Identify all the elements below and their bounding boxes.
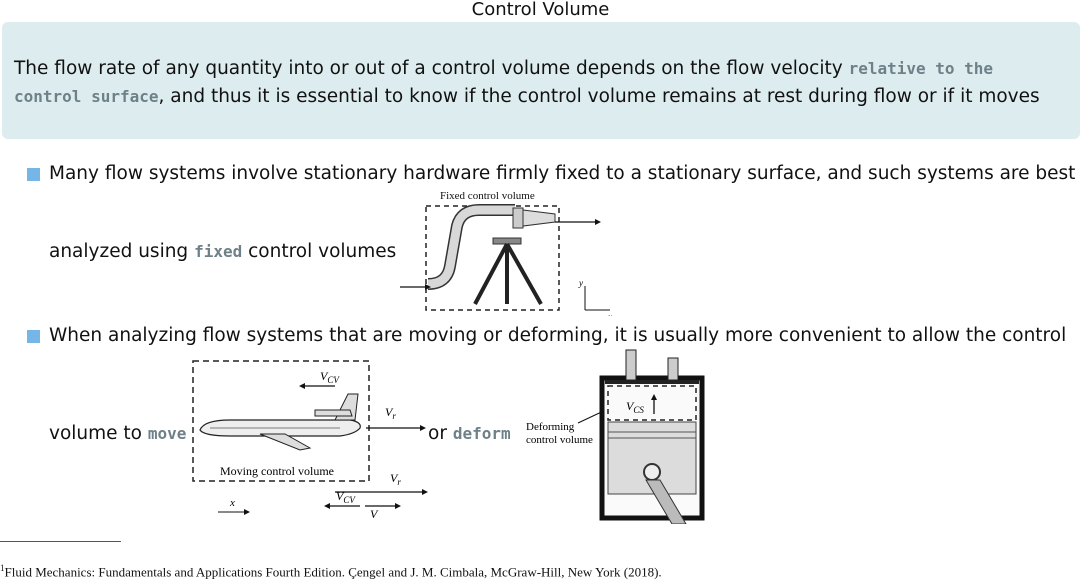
slide-title: Control Volume [471, 0, 610, 20]
bullet1-line2-post: control volumes [242, 241, 397, 262]
piston-pin [643, 463, 661, 481]
tripod-leg-right [505, 243, 543, 305]
bullet2-line2-pre: volume to [49, 423, 148, 444]
bullet2-code-move: move [147, 424, 187, 443]
bullet1-line2-pre: analyzed using [49, 241, 195, 262]
bullet2-line1: When analyzing flow systems that are mov… [49, 325, 1067, 346]
callout-box [2, 22, 1080, 139]
svg-text:V: V [370, 507, 379, 520]
bullet-marker-2 [27, 330, 40, 343]
airplane-engine [314, 409, 353, 417]
bullet2-code-deform: deform [452, 424, 511, 443]
bullet2-or: or [428, 423, 453, 444]
footnote-divider [0, 541, 121, 542]
airplane-wing [259, 433, 312, 451]
bullet1-line1: Many flow systems involve stationary har… [49, 163, 1076, 184]
bullet2-line2-b: or deform [428, 423, 511, 444]
footnote-text: Fluid Mechanics: Fundamentals and Applic… [4, 564, 662, 580]
svg-text:Vr: Vr [390, 471, 401, 487]
footnote: 1Fluid Mechanics: Fundamentals and Appli… [0, 563, 662, 580]
footnote-marker: 1 [0, 563, 5, 573]
nozzle-flange [512, 207, 524, 229]
valve-right [667, 357, 679, 381]
nozzle [522, 209, 556, 227]
bullet1-code-fixed: fixed [194, 242, 243, 261]
connecting-rod [645, 479, 687, 524]
fixed-cv-label: Fixed control volume [440, 190, 535, 202]
svg-text:Vr: Vr [385, 405, 396, 421]
callout-text: The flow rate of any quantity into or ou… [14, 55, 1064, 111]
callout-text-part2: , and thus it is essential to know if th… [158, 86, 1040, 107]
callout-text-part1: The flow rate of any quantity into or ou… [14, 58, 849, 79]
svg-text:x: x [229, 497, 235, 509]
pipe-outline [427, 204, 515, 290]
x-axis-label: x [607, 312, 612, 316]
deforming-label-2: control volume [526, 434, 593, 446]
y-axis-label: y [578, 278, 583, 288]
deforming-control-volume-figure: Deforming control volume VCS [526, 349, 705, 524]
deforming-label-1: Deforming [526, 421, 575, 433]
valve-left [625, 349, 637, 381]
moving-cv-label: Moving control volume [220, 464, 334, 478]
bullet-marker-1 [27, 168, 40, 181]
deforming-cv-boundary [607, 385, 697, 421]
moving-control-volume-figure: VCV Vr Moving control volume Vr VCV V x [192, 360, 428, 520]
fixed-control-volume-figure: Fixed control volume y x [400, 190, 612, 316]
tripod-leg-left [473, 243, 509, 305]
pipe-body [427, 205, 515, 289]
callout-code: relative to the control surface [14, 59, 994, 106]
tripod-head [492, 237, 522, 245]
bullet1-line2: analyzed using fixed control volumes [49, 241, 396, 262]
svg-text:VCV: VCV [320, 369, 340, 385]
bullet2-line2-a: volume to move [49, 423, 186, 444]
moving-cv-dashed-boundary [192, 360, 370, 482]
